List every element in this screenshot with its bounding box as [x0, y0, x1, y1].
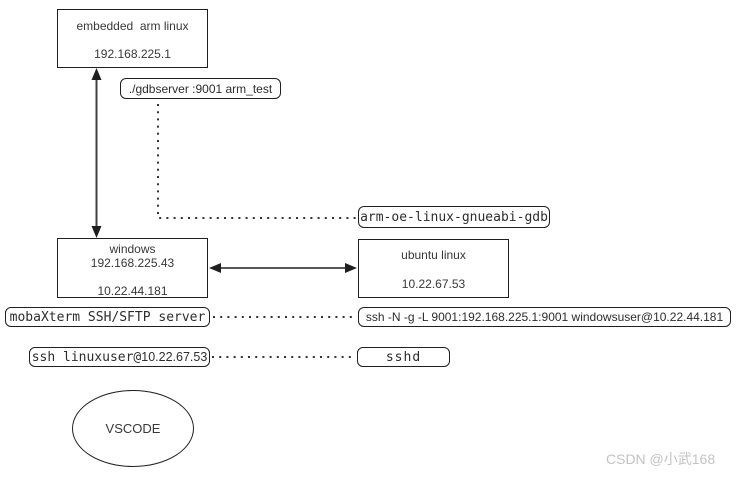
node-windows-ip2: 10.22.44.181 — [97, 284, 168, 298]
dotted-connector-gdbserver — [157, 104, 356, 219]
node-ubuntu-title: ubuntu linux — [401, 248, 466, 262]
label-ssh-tunnel-text: ssh -N -g -L 9001:192.168.225.1:9001 win… — [365, 310, 724, 324]
label-ssh-linuxuser-command: ssh linuxuser@10.22.67.53 — [29, 347, 210, 367]
label-mobaxterm-server: mobaXterm SSH/SFTP server — [5, 307, 210, 327]
watermark: CSDN @小武168 — [606, 451, 716, 467]
node-windows-title: windows — [109, 242, 156, 256]
node-ubuntu-ip: 10.22.67.53 — [401, 277, 466, 291]
label-sshd: sshd — [357, 347, 450, 367]
node-windows: windows 192.168.225.43 10.22.44.181 — [57, 238, 208, 298]
node-embedded-ip: 192.168.225.1 — [94, 47, 171, 61]
node-embedded-arm-linux: embedded arm linux 192.168.225.1 — [57, 9, 208, 68]
label-arm-gdb-text: arm-oe-linux-gnueabi-gdb — [360, 209, 548, 225]
label-ssh-linuxuser-host: 10.22.67.53 — [141, 350, 208, 364]
ellipse-vscode: VSCODE — [72, 390, 194, 467]
label-gdbserver-command: ./gdbserver :9001 arm_test — [120, 78, 281, 99]
horizontal-double-arrow — [209, 263, 357, 273]
label-arm-gdb: arm-oe-linux-gnueabi-gdb — [358, 206, 550, 228]
label-ssh-tunnel-command: ssh -N -g -L 9001:192.168.225.1:9001 win… — [358, 307, 731, 327]
node-ubuntu: ubuntu linux 10.22.67.53 — [358, 239, 509, 298]
label-ssh-linuxuser-cmd: ssh linuxuser@ — [31, 349, 142, 365]
vertical-double-arrow — [91, 68, 102, 238]
node-windows-ip1: 192.168.225.43 — [90, 256, 175, 270]
label-gdbserver-text: ./gdbserver :9001 arm_test — [128, 81, 273, 96]
node-embedded-title: embedded arm linux — [76, 19, 189, 33]
label-sshd-text: sshd — [385, 349, 422, 365]
ellipse-vscode-text: VSCODE — [105, 421, 161, 436]
label-mobaxterm-text: mobaXterm SSH/SFTP server — [9, 309, 206, 325]
